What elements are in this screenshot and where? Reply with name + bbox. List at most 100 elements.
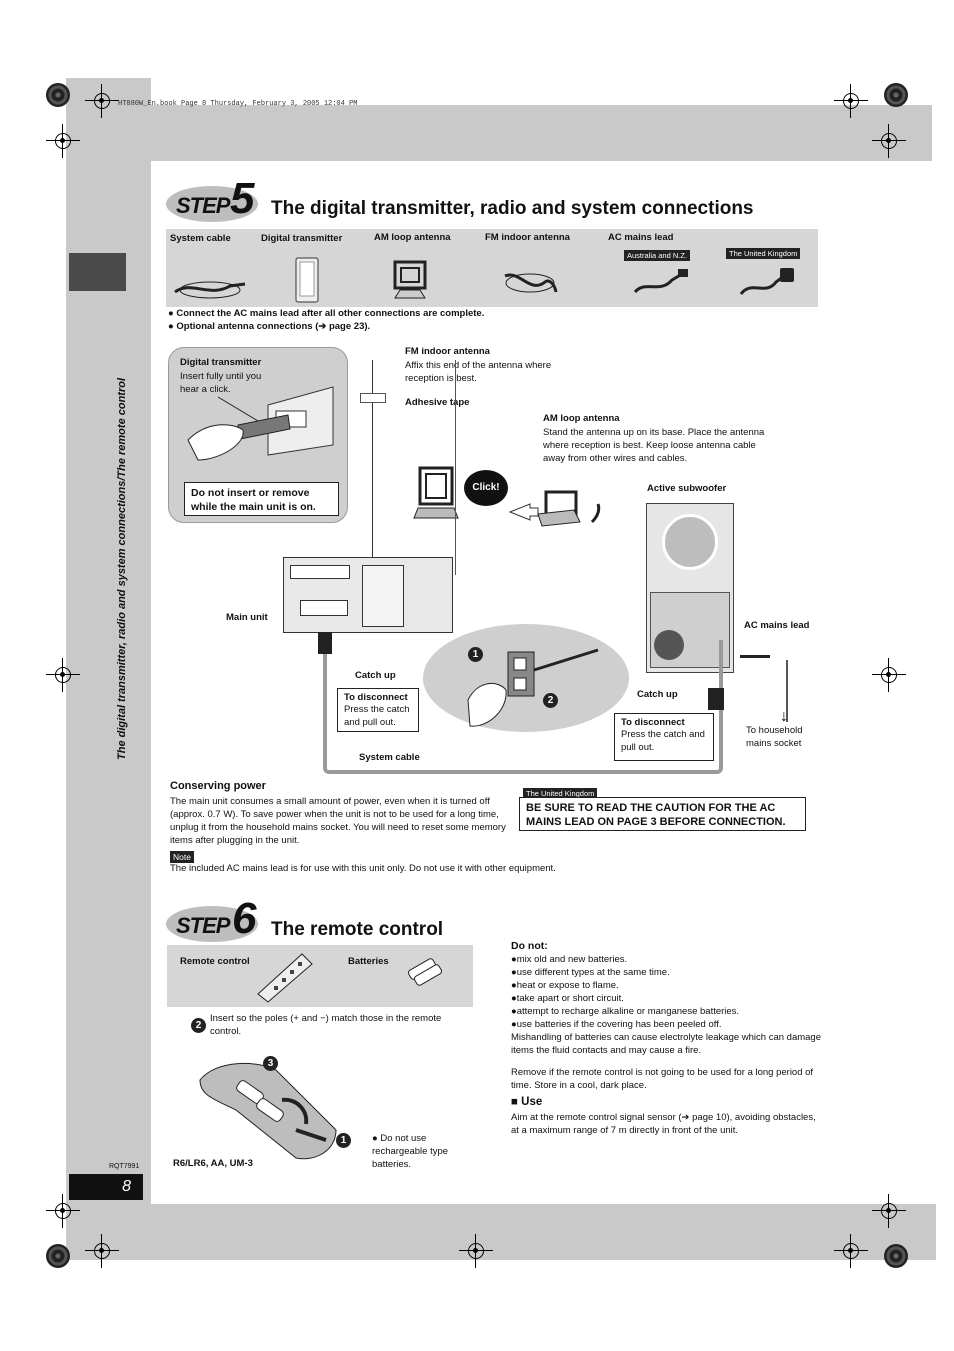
step5-bullet: ● Optional antenna connections (➔ page 2… xyxy=(168,321,371,332)
registration-mark-icon xyxy=(85,84,119,118)
am-antenna-title: AM loop antenna xyxy=(543,413,620,424)
note-text: The included AC mains lead is for use wi… xyxy=(170,863,556,874)
registration-mark-icon xyxy=(834,84,868,118)
transmitter-slot xyxy=(290,565,350,579)
click-bubble: Click! xyxy=(464,470,508,506)
no-rechargeable-note: ● Do not use rechargeable type batteries… xyxy=(372,1133,449,1170)
ac-mains-lead-label: AC mains lead xyxy=(744,620,810,631)
region-tag: Australia and N.Z. xyxy=(624,250,691,261)
am-antenna-assembly-icon xyxy=(508,490,601,527)
accessory-label: FM indoor antenna xyxy=(485,232,570,243)
mains-cable xyxy=(786,660,788,722)
side-section-title: The digital transmitter, radio and syste… xyxy=(116,377,128,760)
system-terminal xyxy=(300,600,348,616)
conserving-power-text: The main unit consumes a small amount of… xyxy=(170,796,506,846)
insert-instructions: Insert so the poles (+ and −) match thos… xyxy=(210,1013,442,1037)
do-not-insert-warning: Do not insert or remove while the main u… xyxy=(184,482,339,516)
am-antenna-wire xyxy=(455,360,456,575)
do-not-list: ●mix old and new batteries. ●use differe… xyxy=(511,953,821,1057)
registration-mark-icon xyxy=(872,124,906,158)
uk-tag: The United Kingdom xyxy=(523,788,598,799)
step5-title: The digital transmitter, radio and syste… xyxy=(271,198,754,219)
print-disc-icon xyxy=(884,1244,908,1268)
step5-badge: STEP 5 xyxy=(166,174,286,226)
disconnect-right-box: To disconnect Press the catch and pull o… xyxy=(614,713,714,761)
step6-title: The remote control xyxy=(271,919,444,940)
page-number: 8 xyxy=(122,1178,131,1195)
note-tag: Note xyxy=(170,851,194,863)
do-not-item: ●take apart or short circuit. xyxy=(511,993,624,1004)
do-not-item: ●use batteries if the covering has been … xyxy=(511,1019,722,1030)
do-not-item: ●attempt to recharge alkaline or mangane… xyxy=(511,1006,740,1017)
mishandling-text: Mishandling of batteries can cause elect… xyxy=(511,1032,821,1056)
am-loop-antenna-icon xyxy=(393,260,427,299)
step-marker-1: 1 xyxy=(468,644,483,662)
cable-plug-left-icon xyxy=(318,632,332,654)
registration-mark-icon xyxy=(85,1234,119,1268)
registration-mark-icon xyxy=(46,658,80,692)
registration-mark-icon xyxy=(46,124,80,158)
catch-up-right-label: Catch up xyxy=(637,689,678,700)
do-not-title: Do not: xyxy=(511,940,548,952)
step-marker-2: 2 xyxy=(191,1015,206,1033)
step5-bullet: ● Connect the AC mains lead after all ot… xyxy=(168,308,485,319)
adhesive-tape-icon xyxy=(360,393,386,403)
catch-up-left-label: Catch up xyxy=(355,670,396,681)
registration-mark-icon xyxy=(872,1194,906,1228)
use-heading: ■ Use xyxy=(511,1096,543,1108)
am-antenna-text: Stand the antenna up on its base. Place … xyxy=(543,427,765,464)
system-cable-label: System cable xyxy=(359,752,420,763)
use-text: Aim at the remote control signal sensor … xyxy=(511,1112,816,1136)
disconnect-title: To disconnect xyxy=(344,692,408,703)
ac-mains-lead-au-icon xyxy=(633,269,688,294)
registration-mark-icon xyxy=(834,1234,868,1268)
step-marker-2: 2 xyxy=(543,690,558,708)
fm-antenna-title: FM indoor antenna xyxy=(405,346,490,357)
do-not-item: ●mix old and new batteries. xyxy=(511,954,628,965)
disconnect-title: To disconnect xyxy=(621,717,685,728)
accessory-label: System cable xyxy=(170,233,231,244)
callout-title: Digital transmitter xyxy=(180,357,262,368)
step6-badge: STEP 6 xyxy=(166,894,286,946)
digital-transmitter-icon xyxy=(295,257,319,303)
battery-type-label: R6/LR6, AA, UM-3 xyxy=(173,1158,253,1169)
conserving-power-title: Conserving power xyxy=(170,780,266,792)
subwoofer-label: Active subwoofer xyxy=(647,483,727,494)
fm-indoor-antenna-icon xyxy=(504,273,558,293)
fm-antenna-text: Affix this end of the antenna where rece… xyxy=(405,360,552,384)
step5-accessories-bar xyxy=(166,229,818,307)
accessory-label: Remote control xyxy=(180,956,250,967)
registration-mark-icon xyxy=(46,1194,80,1228)
step-marker-1: 1 xyxy=(336,1130,351,1148)
print-disc-icon xyxy=(46,83,70,107)
print-disc-icon xyxy=(46,1244,70,1268)
bottom-gray-band xyxy=(66,1204,936,1260)
left-gray-band xyxy=(66,78,151,1204)
top-gray-band xyxy=(66,105,932,161)
do-not-item: ●heat or expose to flame. xyxy=(511,980,619,991)
accessory-label: Batteries xyxy=(348,956,389,967)
household-socket-label: To household mains socket xyxy=(746,725,803,749)
remote-battery-compartment-illustration xyxy=(199,1062,337,1160)
registration-mark-icon xyxy=(872,658,906,692)
subwoofer-speaker-icon xyxy=(662,514,718,570)
main-unit-label: Main unit xyxy=(226,612,268,623)
step-marker-3: 3 xyxy=(263,1053,278,1071)
region-tag: The United Kingdom xyxy=(726,248,801,259)
disconnect-text: Press the catch and pull out. xyxy=(344,704,410,728)
disconnect-left-box: To disconnect Press the catch and pull o… xyxy=(337,688,419,732)
accessory-label: Digital transmitter xyxy=(261,233,343,244)
fm-antenna-wire xyxy=(372,360,373,570)
subwoofer-fan-icon xyxy=(654,630,684,660)
remote-control-icon xyxy=(257,953,313,1003)
ac-mains-lead-uk-icon xyxy=(739,268,794,296)
print-header-line: HT880W_En.book Page 8 Thursday, February… xyxy=(118,100,358,108)
down-arrow-icon: ↓ xyxy=(780,708,788,725)
adhesive-tape-label: Adhesive tape xyxy=(405,397,470,408)
registration-mark-icon xyxy=(459,1234,493,1268)
accessory-label: AC mains lead xyxy=(608,232,674,243)
insert-transmitter-illustration xyxy=(187,386,334,461)
document-code: RQT7991 xyxy=(109,1163,140,1170)
do-not-item: ●use different types at the same time. xyxy=(511,967,670,978)
am-loop-antenna-standing-icon xyxy=(413,466,459,519)
